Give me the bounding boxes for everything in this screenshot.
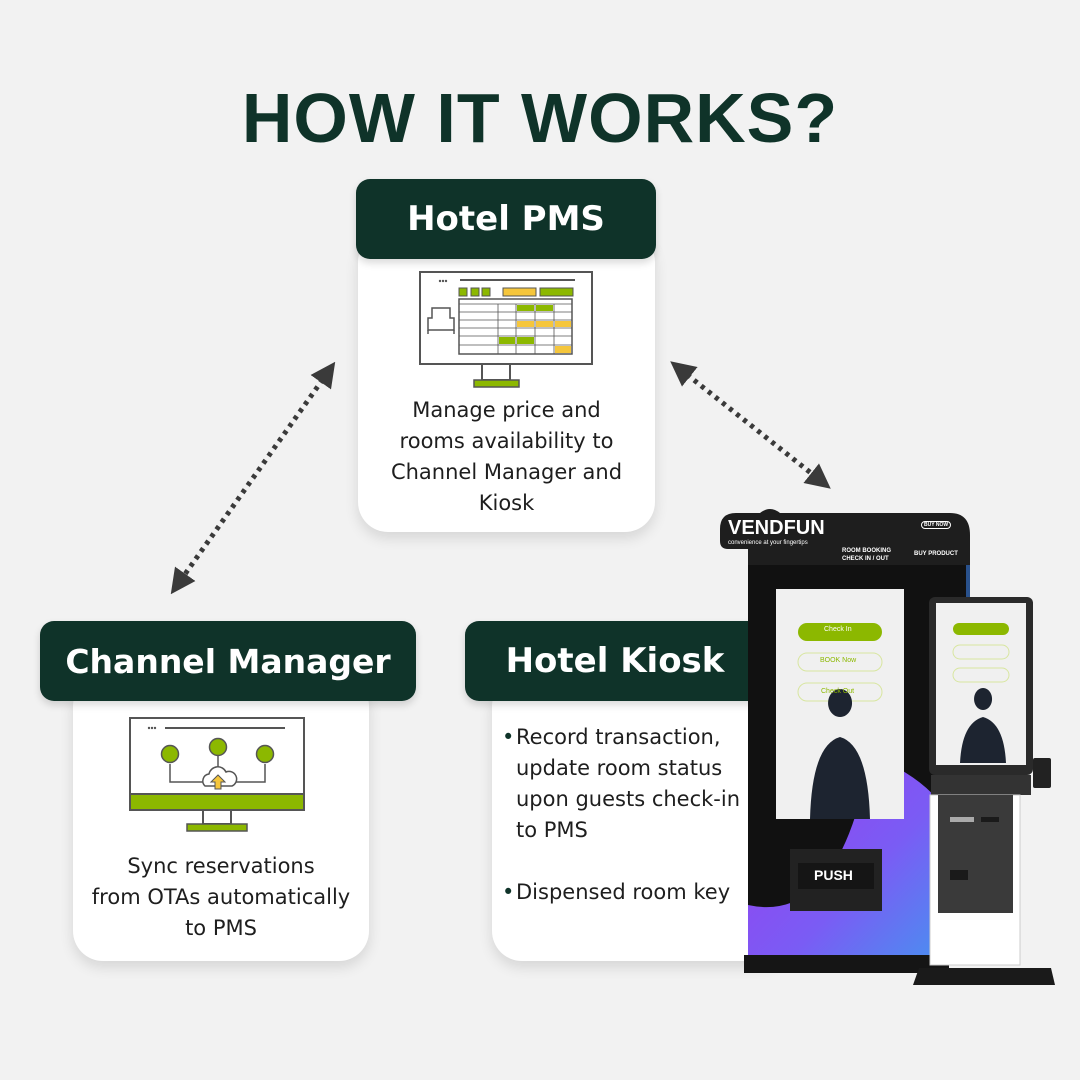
screen-button-book-now: BOOK Now bbox=[820, 657, 857, 664]
arrow-pms-channel-manager bbox=[170, 361, 336, 595]
list-item: •Dispensed room key bbox=[500, 877, 750, 908]
room-booking-label: ROOM BOOKING bbox=[842, 548, 891, 554]
channel-manager-header: Channel Manager bbox=[40, 621, 416, 701]
kiosk-small-machine-image bbox=[913, 597, 1055, 985]
screen-button-check-in: Check In bbox=[824, 626, 852, 633]
pms-header: Hotel PMS bbox=[356, 179, 656, 259]
bullet-icon: • bbox=[502, 725, 515, 749]
brand-logo: VENDFUN bbox=[728, 517, 825, 539]
brand-tagline: convenience at your fingertips bbox=[728, 540, 808, 546]
pms-description: Manage price and rooms availability to C… bbox=[390, 398, 623, 515]
screen-button-check-out: Check Out bbox=[821, 688, 855, 695]
buy-now-badge: BUY NOW bbox=[921, 521, 952, 529]
kiosk-header: Hotel Kiosk bbox=[465, 621, 765, 701]
bullet-icon: • bbox=[502, 880, 515, 904]
channel-manager-description: Sync reservations from OTAs automaticall… bbox=[91, 854, 351, 940]
monitor-cloud-sync-icon bbox=[129, 717, 305, 832]
check-in-out-label: CHECK IN / OUT bbox=[842, 556, 889, 562]
monitor-booking-grid-icon bbox=[419, 271, 593, 388]
kiosk-bullet-list: •Record transaction, update room status … bbox=[500, 722, 750, 939]
list-item: •Record transaction, update room status … bbox=[500, 722, 750, 846]
kiosk-card bbox=[492, 676, 792, 961]
page-title: HOW IT WORKS? bbox=[241, 79, 839, 157]
buy-product-label: BUY PRODUCT bbox=[914, 551, 958, 557]
push-button-label: PUSH bbox=[814, 867, 853, 883]
arrow-pms-kiosk bbox=[670, 361, 831, 489]
